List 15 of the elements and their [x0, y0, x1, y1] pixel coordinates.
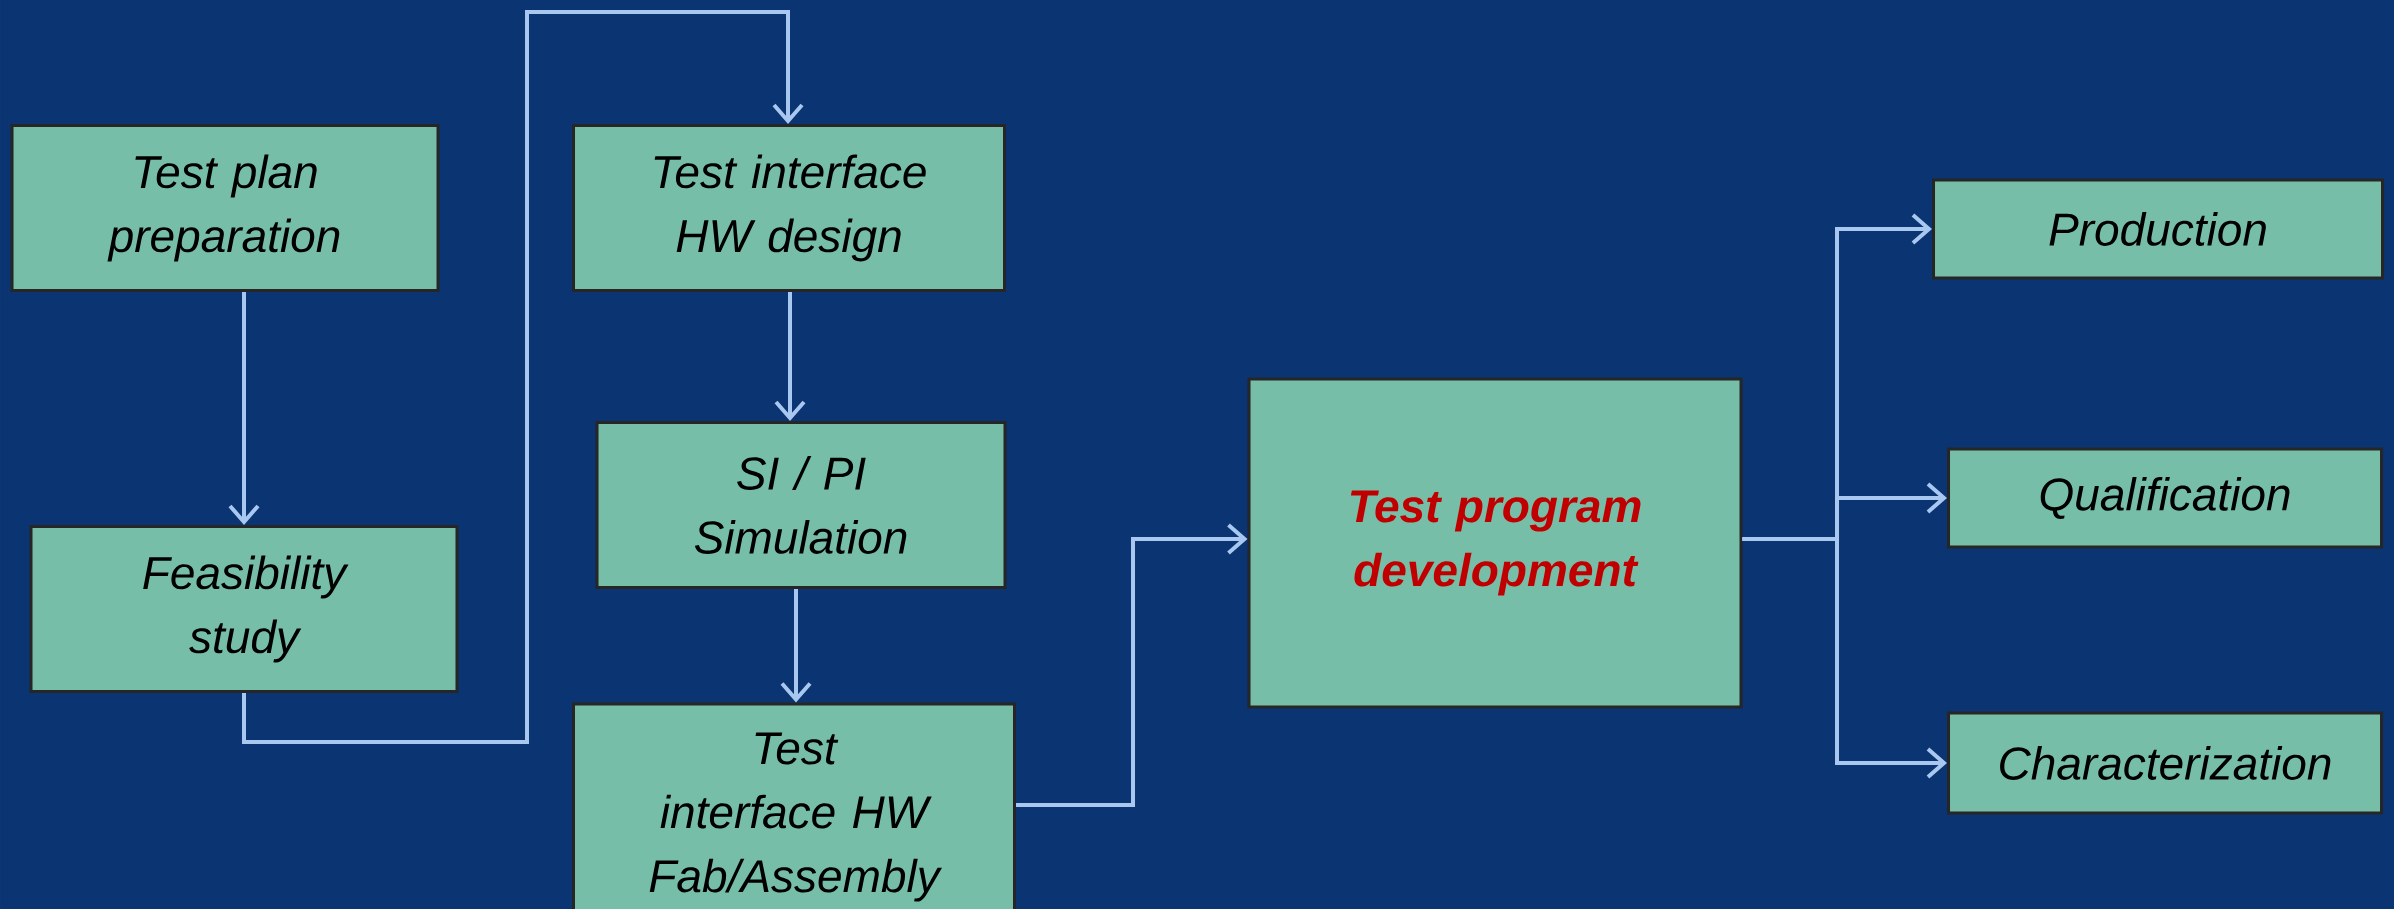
- arrow: [780, 589, 812, 703]
- process-box: Test program development: [1247, 377, 1743, 709]
- arrow: [1016, 523, 1248, 807]
- arrow: [228, 292, 260, 525]
- arrow: [242, 10, 804, 744]
- process-box: Test interface HW design: [572, 124, 1006, 292]
- process-box: SI / PI Simulation: [595, 421, 1007, 589]
- arrow: [774, 292, 806, 421]
- process-box: Characterization: [1947, 711, 2383, 815]
- arrow: [1742, 537, 1947, 779]
- process-box: Test interface HW Fab/Assembly: [572, 702, 1016, 909]
- process-box: Production: [1932, 178, 2384, 280]
- process-box: Qualification: [1947, 447, 2383, 549]
- process-box: Test plan preparation: [10, 124, 440, 292]
- process-box: Feasibility study: [29, 525, 459, 693]
